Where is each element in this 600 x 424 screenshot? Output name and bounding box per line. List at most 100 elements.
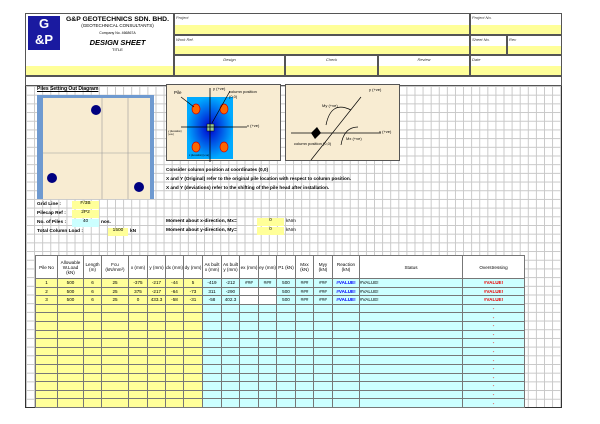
- overstress-cell: -: [462, 381, 525, 391]
- table-cell: [276, 329, 296, 340]
- table-cell: [239, 338, 259, 348]
- design-field[interactable]: Design: [174, 55, 285, 76]
- table-cell: #VALUE!: [332, 295, 360, 305]
- table-cell: [332, 303, 360, 314]
- sheet-no-field[interactable]: Sheet No.: [470, 35, 507, 55]
- table-cell: 500: [276, 278, 296, 288]
- table-cell: [276, 389, 296, 400]
- work-ref-field[interactable]: Work Ref.: [174, 35, 470, 55]
- table-cell[interactable]: 2: [35, 286, 58, 297]
- table-cell[interactable]: 6: [83, 295, 102, 305]
- table-cell: [313, 355, 333, 365]
- table-cell: [313, 338, 333, 348]
- table-cell[interactable]: 3: [35, 295, 58, 305]
- table-cell: -290: [221, 286, 240, 297]
- table-cell[interactable]: 25: [101, 286, 129, 297]
- table-row: -: [35, 303, 525, 314]
- table-cell: [276, 355, 296, 365]
- project-field[interactable]: Project: [174, 13, 470, 35]
- table-cell: -31: [183, 295, 203, 305]
- table-cell: -64: [165, 286, 184, 297]
- table-cell: [147, 381, 166, 391]
- table-cell: [332, 398, 360, 408]
- table-cell: [101, 398, 129, 408]
- table-cell: [202, 389, 222, 400]
- table-cell: [221, 338, 240, 348]
- column-header: x (mm): [128, 255, 148, 279]
- table-cell: [183, 363, 203, 374]
- table-row: -: [35, 389, 525, 400]
- check-field[interactable]: Check: [285, 55, 378, 76]
- table-cell: [57, 381, 84, 391]
- table-cell: [83, 329, 102, 340]
- table-cell[interactable]: 6: [83, 286, 102, 297]
- table-cell[interactable]: 500: [57, 286, 84, 297]
- table-cell: [258, 303, 277, 314]
- table-cell: [295, 381, 314, 391]
- table-cell: [202, 329, 222, 340]
- piles-label: No. of Piles :: [37, 220, 67, 225]
- table-cell: #VALUE!: [462, 286, 525, 297]
- table-cell: [221, 312, 240, 322]
- table-cell: [221, 389, 240, 400]
- table-cell: [57, 363, 84, 374]
- setting-out-diagram: [37, 95, 154, 199]
- title-field[interactable]: [26, 66, 173, 75]
- table-cell: [183, 303, 203, 314]
- table-cell: [332, 389, 360, 400]
- date-field[interactable]: Date: [470, 55, 562, 76]
- column-load-input[interactable]: 1500: [108, 228, 128, 236]
- rev-field[interactable]: Rev: [507, 35, 562, 55]
- table-cell[interactable]: 500: [57, 295, 84, 305]
- table-cell[interactable]: 500: [57, 278, 84, 288]
- table-cell[interactable]: 6: [83, 278, 102, 288]
- table-cell: [83, 372, 102, 383]
- table-cell: #VALUE!: [332, 286, 360, 297]
- table-cell: [359, 398, 463, 408]
- table-cell: [313, 372, 333, 383]
- my-input[interactable]: 0: [257, 227, 284, 235]
- project-label: Project: [176, 15, 189, 20]
- table-cell: [35, 320, 58, 331]
- table-cell: [295, 363, 314, 374]
- review-field[interactable]: Review: [378, 55, 470, 76]
- pilecap-input[interactable]: 2P2: [72, 210, 99, 218]
- table-cell: [165, 398, 184, 408]
- table-cell: [332, 355, 360, 365]
- table-cell: [313, 303, 333, 314]
- table-cell[interactable]: 1: [35, 278, 58, 288]
- table-cell[interactable]: 25: [101, 295, 129, 305]
- table-cell: [128, 363, 148, 374]
- table-cell: [183, 338, 203, 348]
- table-cell: [83, 381, 102, 391]
- table-cell: [295, 398, 314, 408]
- table-cell: 433.3: [147, 295, 166, 305]
- table-row: -: [35, 381, 525, 391]
- table-cell: [165, 355, 184, 365]
- table-cell: #VALUE!: [359, 278, 463, 288]
- table-row: -: [35, 329, 525, 340]
- column-header: ex (mm): [239, 255, 259, 279]
- table-cell: 500: [276, 286, 296, 297]
- table-cell: [221, 363, 240, 374]
- table-cell: [258, 295, 277, 305]
- table-cell: [295, 320, 314, 331]
- table-cell: [332, 320, 360, 331]
- overstress-cell: -: [462, 346, 525, 357]
- table-cell: [128, 329, 148, 340]
- table-cell: [165, 363, 184, 374]
- table-cell[interactable]: 25: [101, 278, 129, 288]
- table-cell: [332, 372, 360, 383]
- date-label: Date: [472, 57, 481, 62]
- project-no-field[interactable]: Project No.: [470, 13, 562, 35]
- table-cell: [239, 320, 259, 331]
- column-header: As built x (mm): [202, 255, 222, 279]
- table-cell: [221, 329, 240, 340]
- table-cell: [239, 389, 259, 400]
- overstress-cell: -: [462, 312, 525, 322]
- grid-line-input[interactable]: F/3B: [72, 201, 99, 209]
- column-position-label: column position (0,0): [294, 141, 332, 146]
- mx-input[interactable]: 0: [257, 218, 284, 226]
- my-unit: kNm: [286, 228, 296, 233]
- y-axis-label: y (+ve): [213, 86, 226, 91]
